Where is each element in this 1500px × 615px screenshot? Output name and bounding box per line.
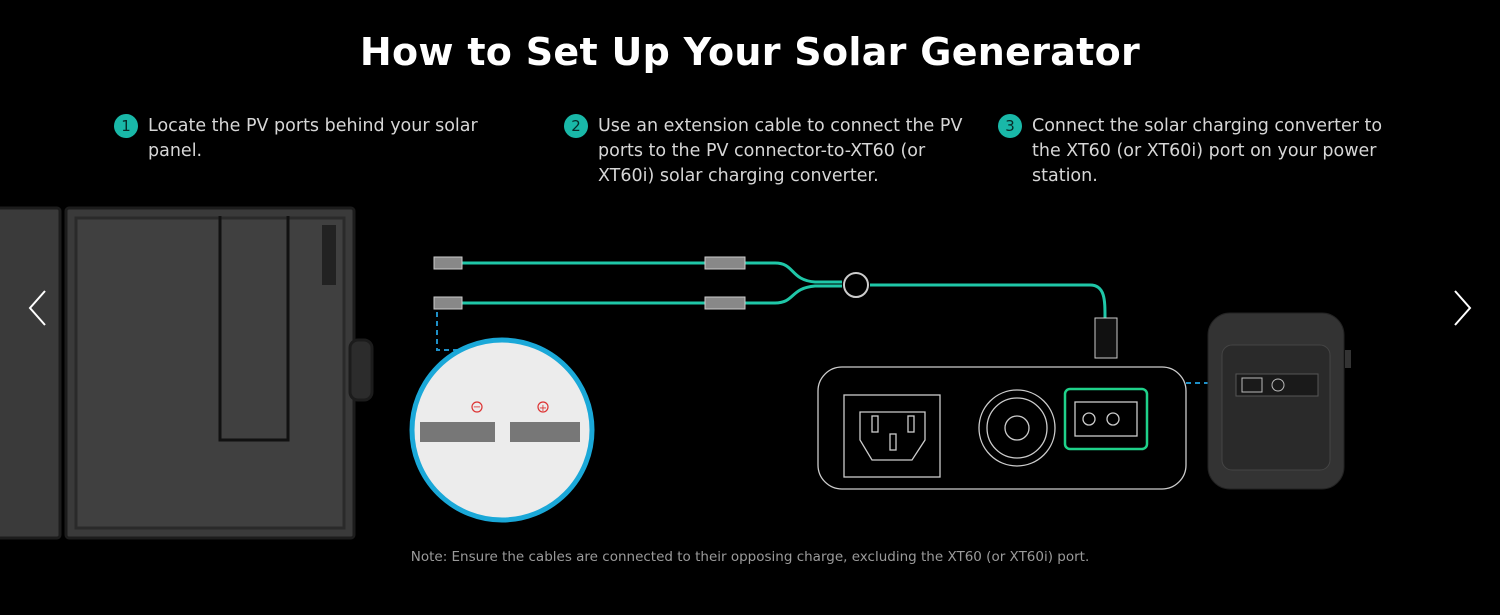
page-title: How to Set Up Your Solar Generator	[359, 30, 1141, 74]
negative-polarity-label: −	[473, 402, 481, 413]
step-number-badge: 2	[564, 114, 588, 138]
chevron-right-icon	[1454, 290, 1472, 326]
solar-panel	[0, 206, 374, 540]
step-text: Connect the solar charging converter to …	[1032, 116, 1383, 186]
chevron-left-icon	[28, 290, 46, 326]
note-text: Note: Ensure the cables are connected to…	[410, 549, 1090, 565]
step-1: 1 Locate the PV ports behind your solar …	[114, 114, 504, 164]
extension-cables	[460, 261, 1107, 319]
mc4-connectors	[433, 256, 1118, 359]
step-3: 3 Connect the solar charging converter t…	[998, 114, 1388, 189]
pv-connector-closeup: − +	[409, 337, 595, 523]
positive-polarity-label: +	[539, 403, 547, 414]
step-2: 2 Use an extension cable to connect the …	[564, 114, 964, 189]
step-text: Locate the PV ports behind your solar pa…	[148, 116, 478, 161]
next-slide-button[interactable]	[1448, 288, 1478, 328]
step-text: Use an extension cable to connect the PV…	[598, 116, 963, 186]
power-station-port-panel	[817, 366, 1187, 490]
previous-slide-button[interactable]	[25, 288, 55, 328]
power-station	[1207, 312, 1351, 490]
step-number-badge: 3	[998, 114, 1022, 138]
step-number-badge: 1	[114, 114, 138, 138]
